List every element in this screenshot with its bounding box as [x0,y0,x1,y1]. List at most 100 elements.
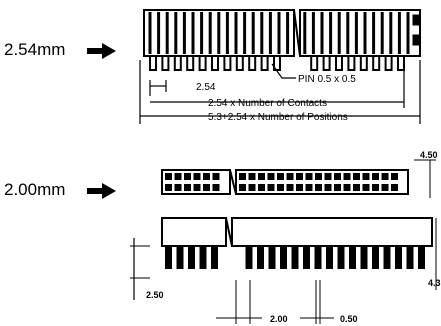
contact-pin [383,245,391,269]
contact-cell [343,173,351,180]
contact-cell [324,184,332,191]
latch-mark [412,34,420,46]
contact-cell [381,184,389,191]
contact-cell [193,173,201,180]
contact-pin [186,55,195,71]
contact-pin [161,55,170,71]
contact-pin [359,55,368,71]
contact-cell [212,184,220,191]
contact-pin [257,245,264,269]
contact-pin [199,245,207,269]
contact-pin [314,245,322,269]
contact-pin [384,55,393,71]
contact-cell [286,184,294,191]
contact-pin [326,245,333,269]
contact-pin [260,55,269,71]
contact-pin [372,55,381,71]
contact-cell [165,173,172,180]
contact-pin [223,55,232,71]
contact-cell [296,184,303,191]
contact-cell [372,184,379,191]
contact-cell [372,173,379,180]
contacts-dim-254: 2.54 x Number of Contacts [208,98,327,109]
contact-cell [212,173,220,180]
contact-pin [188,245,195,269]
pitch-label-200: 2.00mm [4,180,66,199]
contact-cell [353,184,360,191]
contact-cell [203,173,210,180]
latch-mark [412,14,420,26]
contact-cell [174,173,182,180]
contact-cell [305,173,313,180]
contact-pin [149,55,157,71]
contact-pin [291,245,299,269]
contact-pin [337,245,345,269]
contact-pin [397,55,405,71]
pin-dim-200: 0.50 [340,314,358,324]
contact-cell [315,173,322,180]
contact-pin [280,245,287,269]
pitch-dim-200: 2.00 [270,314,288,324]
contact-cell [343,184,351,191]
pin-dim-254: PIN 0.5 x 0.5 [298,74,356,85]
contact-pin [372,245,379,269]
right-arrow-icon [87,183,116,199]
connector-200-top: 4.50 [161,150,438,198]
contact-pin [245,245,253,269]
contact-cell [334,184,341,191]
contact-cell [258,184,265,191]
connector-200-side: 2.50 4.3 2.00 0.50 [130,217,441,324]
contact-pin [347,55,356,71]
side-height-dim-200: 4.3 [428,278,441,288]
contact-cell [277,173,284,180]
contact-cell [248,184,256,191]
contact-pin [211,55,219,71]
top-height-dim-200: 4.50 [420,150,438,160]
pitch-dim-254: 2.54 [196,82,216,93]
housing-right-254 [299,9,421,57]
positions-dim-254: 5.3+2.54 x Number of Positions [208,112,348,123]
contact-cell [324,173,332,180]
contact-pin [268,245,276,269]
contact-pin [360,245,368,269]
contact-pin [418,245,425,269]
contact-cell [248,173,256,180]
right-arrow-icon [87,43,116,59]
contact-cell [353,173,360,180]
contact-cell [296,173,303,180]
contact-cell [362,173,370,180]
contact-cell [362,184,370,191]
contact-cell [391,173,398,180]
contact-cell [165,184,172,191]
contact-cell [184,173,191,180]
contact-cell [267,173,275,180]
contact-cell [258,173,265,180]
contact-pin [235,55,244,71]
contact-cell [203,184,210,191]
contact-pin [322,55,331,71]
contact-cell [174,184,182,191]
connector-254: 2.54 PIN 0.5 x 0.5 2.54 x Number of Cont… [139,9,421,124]
contact-cell [381,173,389,180]
contact-cell [286,173,294,180]
contact-pin [176,245,184,269]
contact-pin [395,245,402,269]
contact-pin [165,245,172,269]
contact-cell [305,184,313,191]
contact-cell [193,184,201,191]
contact-pin [310,55,319,71]
contact-cell [315,184,322,191]
contact-pin [303,245,310,269]
contact-pin [198,55,207,71]
left-height-dim-200: 2.50 [146,290,164,300]
contact-pin [349,245,356,269]
contact-cell [239,173,246,180]
contact-cell [391,184,398,191]
contact-cell [267,184,275,191]
contact-cell [334,173,341,180]
contact-cell [277,184,284,191]
contact-pin [211,245,218,269]
contact-pin [173,55,182,71]
contact-cell [239,184,246,191]
